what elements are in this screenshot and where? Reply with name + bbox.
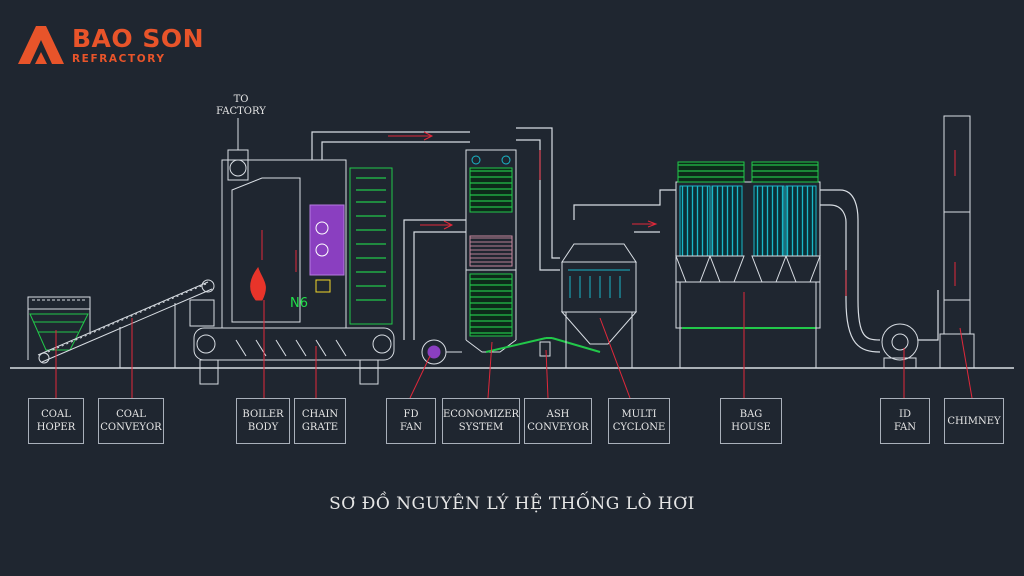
label-bag-house: BAG HOUSE [720,398,782,444]
chain-grate-drawing [193,327,395,385]
diagram-caption: SƠ ĐỒ NGUYÊN LÝ HỆ THỐNG LÒ HƠI [329,494,695,514]
label-chain-grate: CHAIN GRATE [294,398,346,444]
to-factory-label: TO FACTORY [216,94,266,117]
label-boiler-body: BOILER BODY [236,398,290,444]
superheater-drawing [356,177,386,301]
coal-hopper-drawing [27,296,91,360]
bag-house-drawing [675,161,821,368]
brand-logo: BAO SON REFRACTORY [18,26,204,65]
label-fd-fan: FD FAN [386,398,436,444]
label-multi-cyclone: MULTI CYCLONE [608,398,670,444]
brand-name: BAO SON [72,24,205,53]
multi-cyclone-drawing [560,243,638,368]
economizer-drawing [465,149,517,353]
fd-fan-drawing [421,339,462,365]
label-coal-hoper: COAL HOPER [28,398,84,444]
ash-conveyor-drawing [485,337,601,357]
label-id-fan: ID FAN [880,398,930,444]
id-fan-drawing [881,323,919,369]
marker-n6: N6 [290,296,308,311]
label-ash-conveyor: ASH CONVEYOR [524,398,592,444]
brand-tagline: REFRACTORY [72,53,166,65]
label-economizer-system: ECONOMIZER SYSTEM [442,398,520,444]
flow-arrows [388,131,956,296]
leader-lines [55,292,973,399]
bao-son-logo-icon [18,26,64,65]
coal-conveyor-drawing [37,279,215,368]
label-coal-conveyor: COAL CONVEYOR [98,398,164,444]
label-chimney: CHIMNEY [944,398,1004,444]
chimney-drawing [939,115,975,369]
flue-duct-drawing [311,127,939,353]
